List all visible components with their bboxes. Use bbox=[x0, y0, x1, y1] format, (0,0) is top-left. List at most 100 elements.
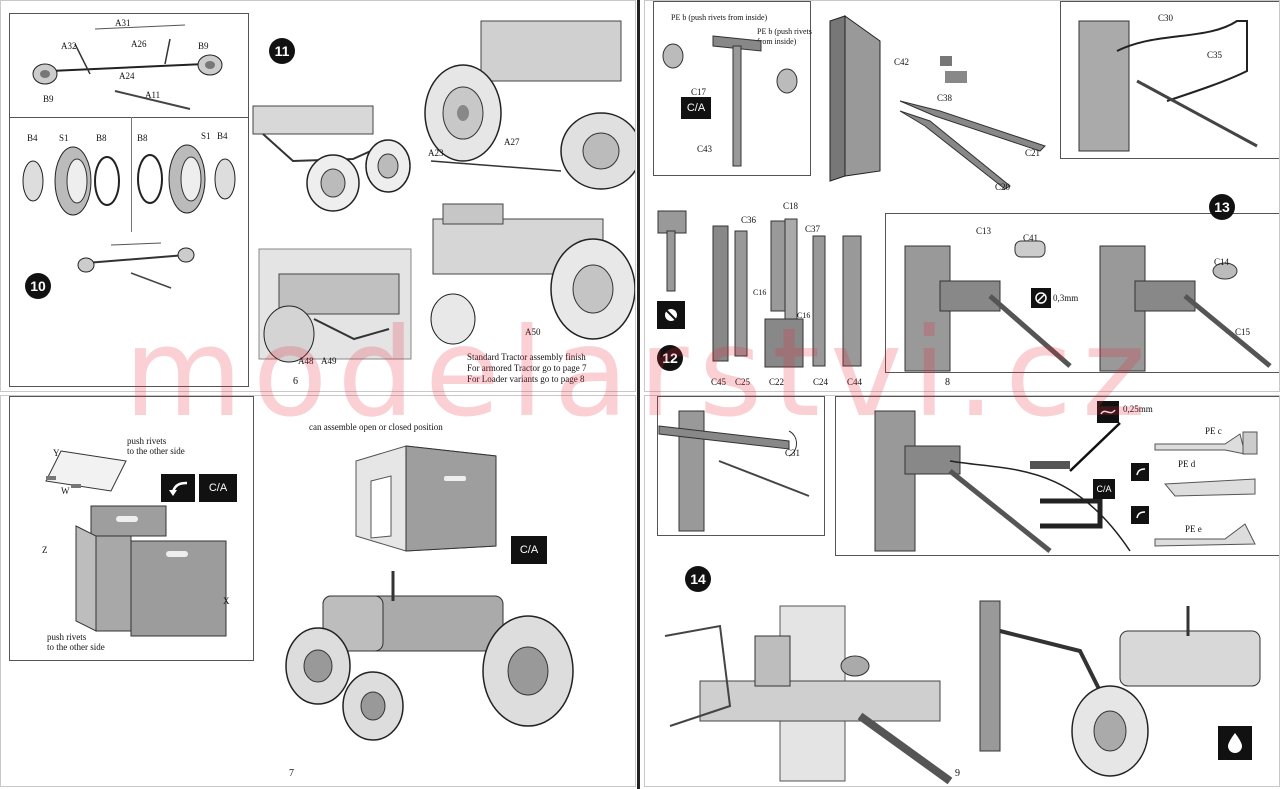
label-A50: A50 bbox=[525, 327, 541, 337]
mast-bracket-detail bbox=[659, 401, 819, 531]
label-A26: A26 bbox=[131, 39, 147, 49]
label-PE-c: PE c bbox=[1205, 426, 1222, 436]
label-A32: A32 bbox=[61, 41, 77, 51]
tractor-front-axle-detail bbox=[253, 101, 418, 216]
front-axle-drawing bbox=[15, 19, 245, 114]
label-C44: C44 bbox=[847, 377, 863, 387]
valve-block-drawing-left bbox=[900, 226, 1075, 371]
valve-block-drawing-right bbox=[1095, 226, 1275, 371]
label-B8-right: B8 bbox=[137, 133, 148, 143]
push-rivets-note-top: push rivets to the other side bbox=[127, 436, 185, 456]
photo-etch-parts bbox=[1155, 424, 1275, 549]
paint-drop-icon bbox=[1218, 726, 1252, 760]
armor-plate-box bbox=[9, 396, 254, 661]
label-C30: C30 bbox=[1158, 13, 1174, 23]
step-12-badge: 12 bbox=[657, 345, 683, 371]
page-number-8: 8 bbox=[945, 377, 950, 388]
armored-tractor-render bbox=[283, 566, 583, 746]
label-B8-left: B8 bbox=[96, 133, 107, 143]
mast-post-drawing bbox=[661, 31, 801, 171]
label-A31: A31 bbox=[115, 18, 131, 28]
ca-glue-badge-p9: C/A bbox=[1093, 479, 1115, 499]
step10-axle-box bbox=[9, 13, 249, 118]
wire-size-label: 0,25mm bbox=[1123, 404, 1153, 414]
label-C22: C22 bbox=[769, 377, 785, 387]
instruction-page-6: A31 A32 A26 B9 A24 B9 A11 B4 S1 B8 B8 S1… bbox=[0, 0, 636, 392]
wire-icon bbox=[1097, 401, 1119, 423]
step10-divider bbox=[131, 117, 132, 232]
front-wheels-exploded bbox=[15, 131, 240, 221]
instruction-page-7: Y W push rivets to the other side C/A Z … bbox=[0, 395, 636, 787]
tractor-three-quarter-view bbox=[423, 199, 633, 349]
label-C16-b: C16 bbox=[797, 311, 811, 320]
label-A49: A49 bbox=[321, 356, 337, 366]
mast-parts-exploded bbox=[653, 201, 868, 371]
spread-divider bbox=[637, 0, 640, 789]
wire-line bbox=[1065, 421, 1125, 476]
instruction-page-9: C31 0,25mm C/A PE c PE d PE e 14 bbox=[644, 395, 1280, 787]
label-A48: A48 bbox=[298, 356, 314, 366]
label-Z: Z bbox=[42, 545, 48, 555]
drill-size-label: 0,3mm bbox=[1053, 293, 1079, 303]
step14-left-box bbox=[657, 396, 825, 536]
page-number-9: 9 bbox=[955, 768, 960, 779]
label-C41: C41 bbox=[1023, 233, 1039, 243]
label-A11: A11 bbox=[145, 90, 161, 100]
label-C25: C25 bbox=[735, 377, 751, 387]
label-Y: Y bbox=[53, 448, 60, 458]
label-A24: A24 bbox=[119, 71, 135, 81]
finish-note-3: For Loader variants go to page 8 bbox=[467, 374, 585, 384]
finish-note-1: Standard Tractor assembly finish bbox=[467, 352, 586, 362]
label-C21: C21 bbox=[1025, 148, 1041, 158]
open-closed-note: can assemble open or closed position bbox=[309, 422, 443, 432]
loader-mast-and-arms bbox=[820, 11, 1060, 181]
bend-arrow-icon-1 bbox=[1131, 463, 1149, 481]
step12-right-box bbox=[1060, 1, 1279, 159]
drill-hole-icon bbox=[1031, 288, 1051, 308]
label-B4-right: B4 bbox=[217, 131, 228, 141]
label-C35: C35 bbox=[1207, 50, 1223, 60]
label-C43: C43 bbox=[697, 144, 713, 154]
push-rivets-note-bottom: push rivets to the other side bbox=[47, 632, 105, 652]
step-13-badge: 13 bbox=[1209, 194, 1235, 220]
label-C17: C17 bbox=[691, 87, 707, 97]
label-S1-left: S1 bbox=[59, 133, 69, 143]
armor-box-assembly bbox=[41, 506, 241, 636]
label-C42: C42 bbox=[894, 57, 910, 67]
no-glue-icon bbox=[657, 301, 685, 329]
label-B9-right: B9 bbox=[198, 41, 209, 51]
step10-wheel-box bbox=[9, 117, 249, 387]
label-C24: C24 bbox=[813, 377, 829, 387]
pe-b-note-2: PE b (push rivets from inside) bbox=[757, 27, 812, 46]
ca-glue-badge-1: C/A bbox=[199, 474, 237, 502]
step-14-badge: 14 bbox=[685, 566, 711, 592]
label-PE-d: PE d bbox=[1178, 459, 1196, 469]
step-10-badge: 10 bbox=[25, 273, 51, 299]
label-X: X bbox=[223, 596, 230, 606]
step13-box bbox=[885, 213, 1279, 373]
bend-arrow-icon-2 bbox=[1131, 506, 1149, 524]
label-C14: C14 bbox=[1214, 257, 1230, 267]
label-C38: C38 bbox=[937, 93, 953, 103]
page-number-7: 7 bbox=[289, 768, 294, 779]
label-C37: C37 bbox=[805, 224, 821, 234]
hydraulic-hose-drawing bbox=[850, 401, 1150, 551]
page-number-6: 6 bbox=[293, 376, 298, 387]
label-A27: A27 bbox=[504, 137, 520, 147]
step-11-badge: 11 bbox=[269, 38, 295, 64]
label-C13: C13 bbox=[976, 226, 992, 236]
finished-loader-tractor bbox=[970, 601, 1275, 781]
label-PE-e: PE e bbox=[1185, 524, 1202, 534]
label-C15: C15 bbox=[1235, 327, 1251, 337]
label-S1-right: S1 bbox=[201, 131, 211, 141]
armored-cab-drawing bbox=[356, 436, 506, 556]
tractor-chassis-detail bbox=[259, 249, 411, 359]
finish-note-2: For armored Tractor go to page 7 bbox=[467, 363, 587, 373]
label-C18: C18 bbox=[783, 201, 799, 211]
label-C20: C20 bbox=[995, 182, 1011, 192]
label-C36: C36 bbox=[741, 215, 757, 225]
pe-b-note-1: PE b (push rivets from inside) bbox=[671, 13, 768, 22]
instruction-page-8: PE b (push rivets from inside) PE b (pus… bbox=[644, 0, 1280, 392]
label-A23: A23 bbox=[428, 148, 444, 158]
ca-glue-badge-2: C/A bbox=[511, 536, 547, 564]
